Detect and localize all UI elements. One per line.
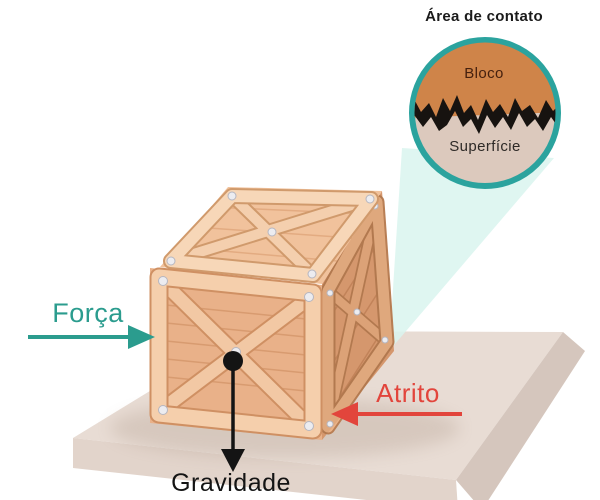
inset-title: Área de contato xyxy=(425,8,543,25)
contact-area-inset xyxy=(409,37,561,189)
friction-arrow xyxy=(331,402,462,426)
force-label: Força xyxy=(52,298,124,328)
friction-label: Atrito xyxy=(376,378,440,408)
crate-nails-top xyxy=(166,191,375,279)
block-label: Bloco xyxy=(464,65,504,82)
force-arrow xyxy=(28,325,155,349)
crate-right-face xyxy=(320,191,395,440)
surface-label: Superfície xyxy=(449,138,521,155)
floor-side-face xyxy=(456,332,585,500)
floor-front-face xyxy=(73,438,458,500)
gravity-label: Gravidade xyxy=(171,469,291,497)
gravity-arrow xyxy=(221,351,245,472)
crate-top-face xyxy=(160,187,382,284)
rough-interface xyxy=(414,95,556,134)
